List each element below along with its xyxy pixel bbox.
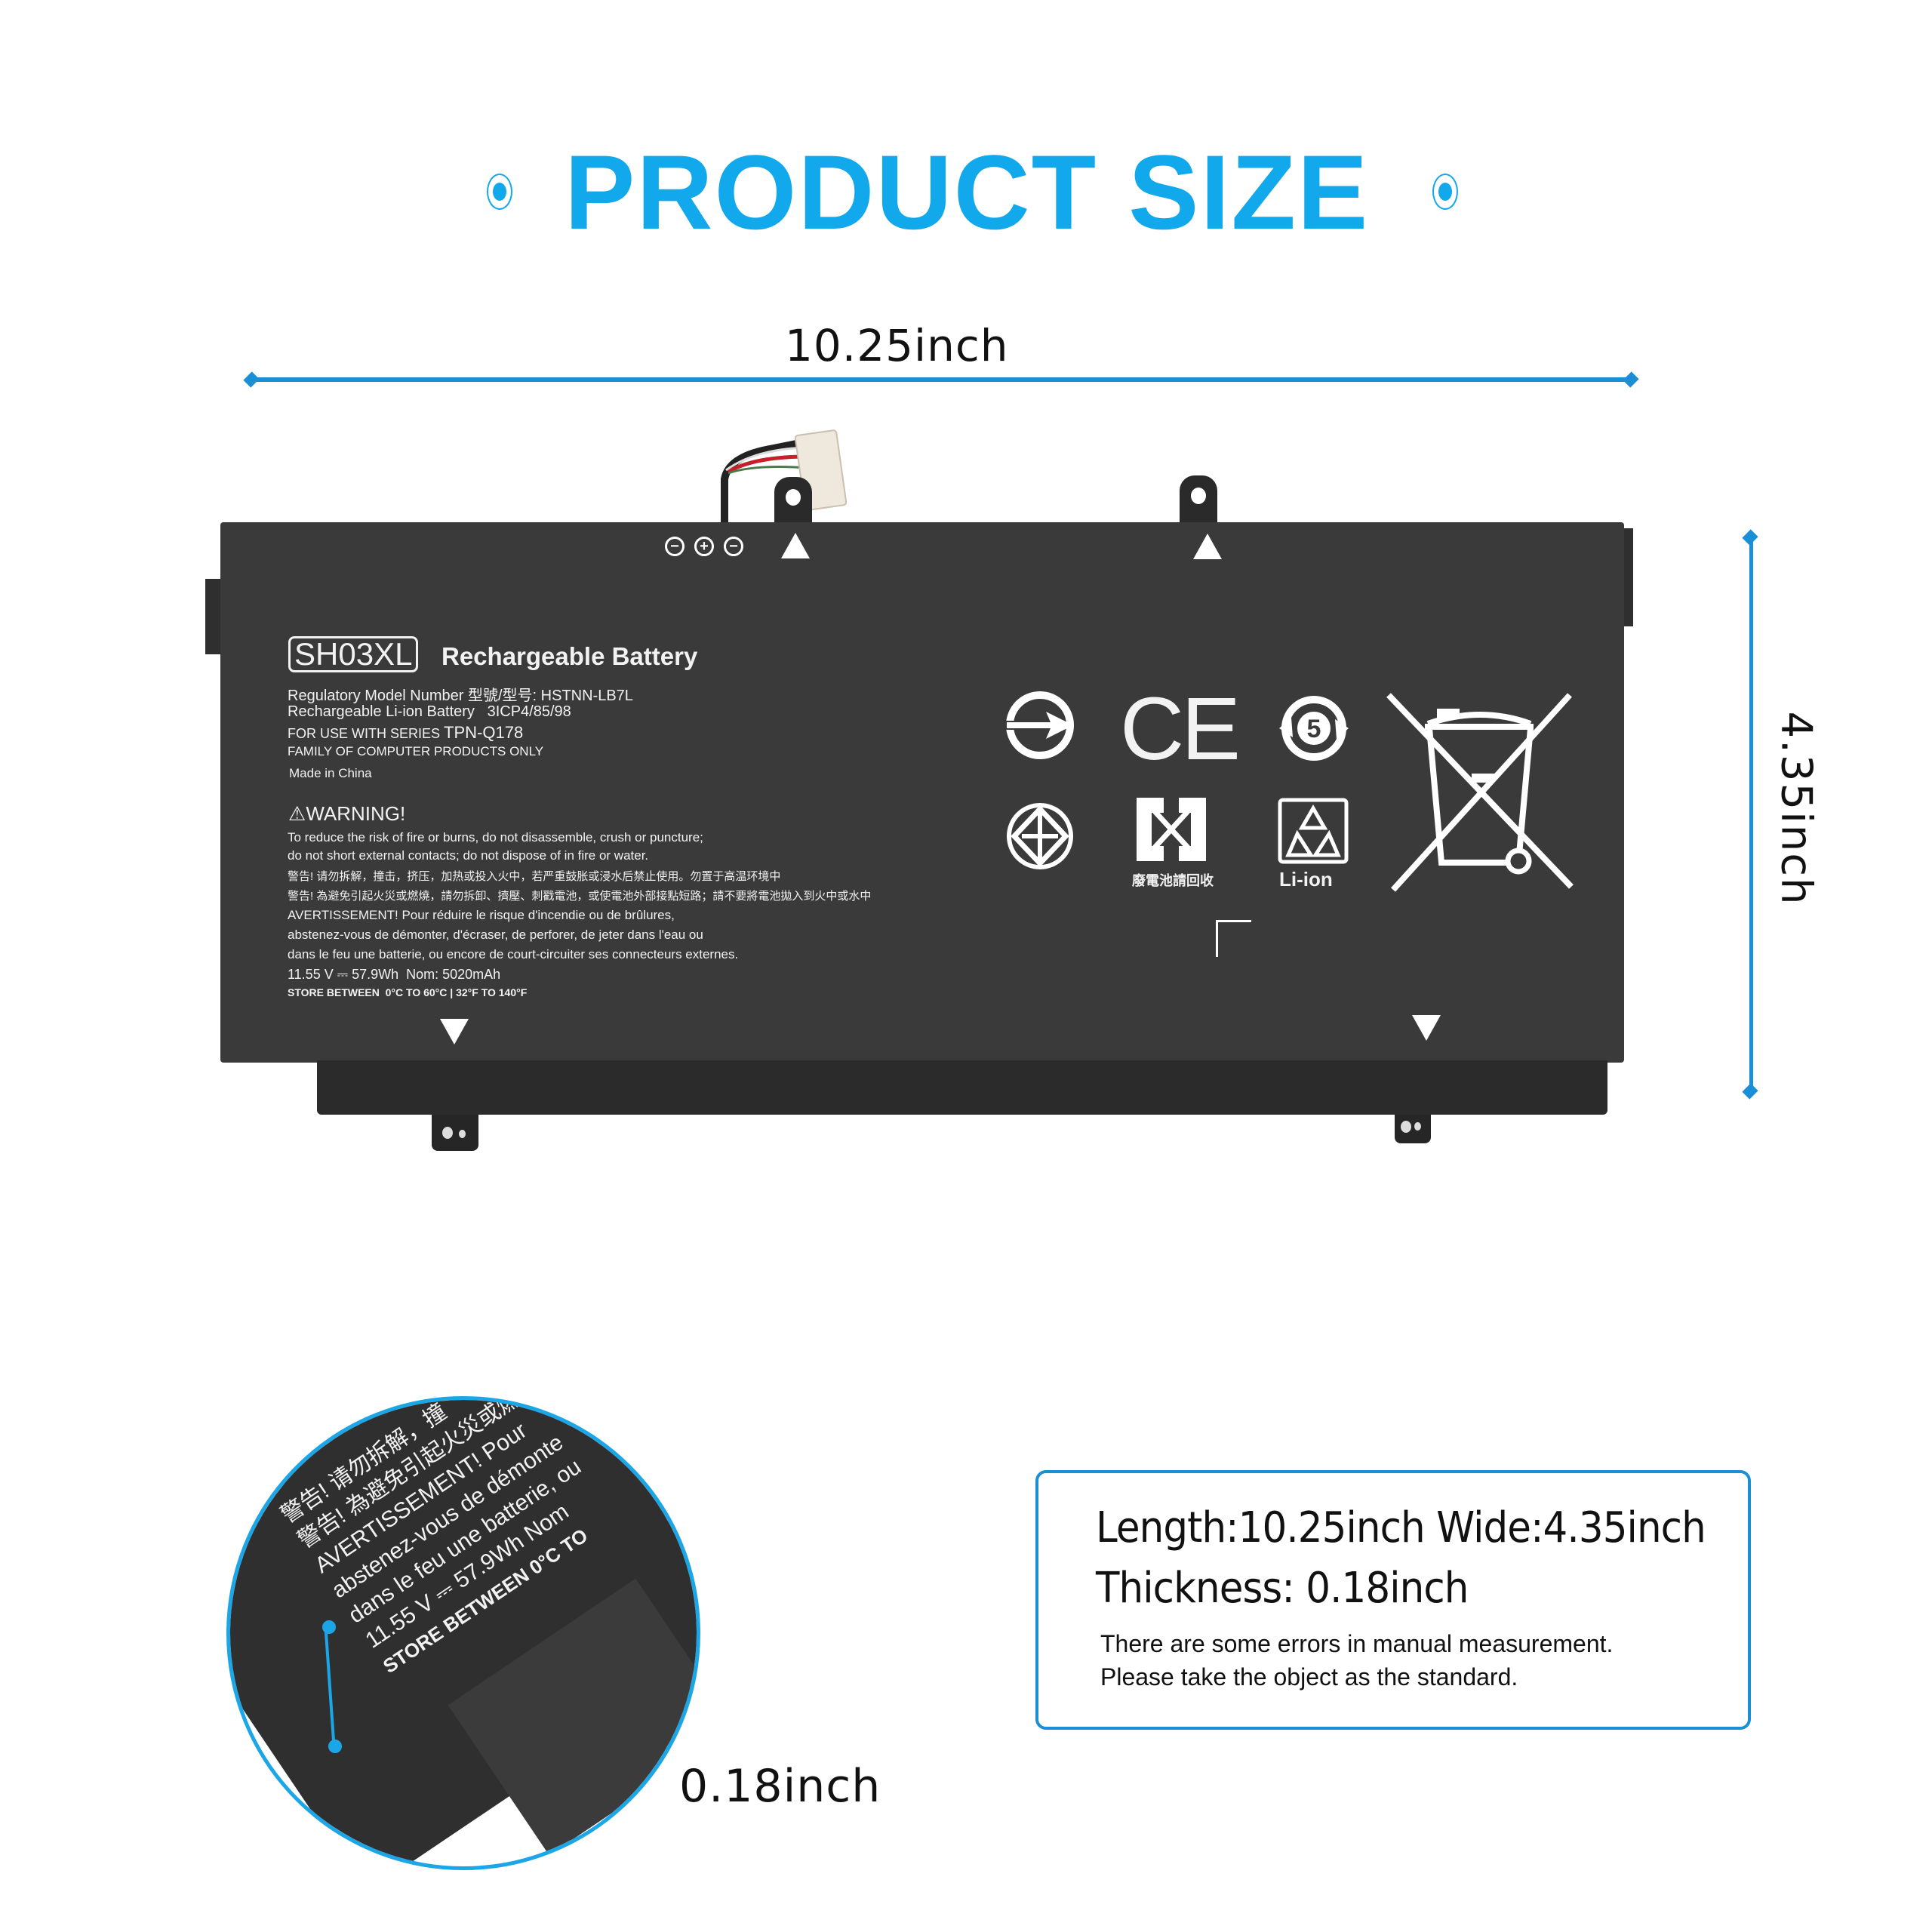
title-right-dot-icon (1432, 174, 1458, 210)
ce-mark-icon: CE (1120, 679, 1241, 779)
alignment-triangle-down-icon (1412, 1015, 1441, 1041)
bottom-mount-tab-right (1395, 1115, 1431, 1143)
width-dimension-label: 4.35inch (1771, 711, 1821, 906)
thickness-measure-bottom-dot-icon (328, 1740, 342, 1753)
china-rohs-5-icon: 5 (1279, 696, 1349, 761)
dimensions-info-box: Length:10.25inch Wide:4.35inch Thickness… (1035, 1470, 1751, 1730)
info-thickness: Thickness: 0.18inch (1096, 1564, 1469, 1613)
length-dimension-line (251, 377, 1632, 382)
li-ion-recycle-icon (1278, 798, 1349, 864)
corner-mark-icon (1216, 920, 1251, 957)
top-mount-tab-left (774, 477, 812, 525)
warning-line-fr-2: abstenez-vous de démonter, d'écraser, de… (288, 928, 703, 942)
thickness-dimension-label: 0.18inch (679, 1760, 881, 1813)
width-line-end-cap-icon (1742, 1083, 1758, 1100)
model-number-badge: SH03XL (288, 636, 419, 672)
terminal-negative-icon: − (724, 537, 743, 556)
warning-line-zh-cn: 警告! 请勿拆解，撞击，挤压，加热或投入火中，若严重鼓胀或浸水后禁止使用。勿置于… (288, 870, 781, 883)
warning-line-en-1: To reduce the risk of fire or burns, do … (288, 830, 703, 844)
left-side-clip (205, 579, 222, 654)
right-side-clip (1621, 528, 1633, 626)
warning-triangle-icon: ⚠ (288, 802, 306, 825)
storage-temperature: STORE BETWEEN 0°C TO 60°C | 32°F TO 140°… (288, 986, 528, 998)
series-prefix: FOR USE WITH SERIES (288, 726, 441, 741)
thickness-measure-top-dot-icon (322, 1620, 336, 1634)
bottom-mount-tab-left (432, 1115, 478, 1151)
series-model: TPN-Q178 (444, 723, 524, 742)
warning-line-en-2: do not short external contacts; do not d… (288, 848, 649, 863)
terminal-positive-icon: + (694, 537, 714, 556)
thickness-closeup-inset: 警告! 请勿拆解，撞 警告! 為避免引起火災或燃 AVERTISSEMENT! … (226, 1396, 700, 1870)
weee-crossed-bin-icon (1386, 693, 1574, 892)
width-line-start-cap-icon (1742, 529, 1758, 546)
info-note-2: Please take the object as the standard. (1100, 1663, 1518, 1690)
family-line: FAMILY OF COMPUTER PRODUCTS ONLY (288, 744, 544, 758)
terminal-negative-icon: − (665, 537, 685, 556)
battery-heading: Rechargeable Battery (441, 642, 698, 670)
page-title: PRODUCT SIZE (565, 133, 1370, 251)
top-mount-tab-right (1180, 475, 1217, 525)
length-line-start-cap-icon (243, 371, 260, 388)
alignment-triangle-up-icon (781, 533, 810, 558)
regulatory-model-line: Regulatory Model Number 型號/型号: HSTNN-LB7… (288, 688, 633, 704)
alignment-triangle-down-icon (440, 1019, 469, 1044)
length-dimension-label: 10.25inch (785, 320, 1009, 371)
recycle-text-tw: 廢電池請回收 (1132, 873, 1214, 888)
warning-line-fr-1: AVERTISSEMENT! Pour réduire le risque d'… (288, 908, 675, 922)
li-ion-text: Li-ion (1279, 868, 1333, 891)
length-line-end-cap-icon (1623, 371, 1639, 388)
battery-lower-edge (317, 1060, 1607, 1115)
warning-line-fr-3: dans le feu une batterie, ou encore de c… (288, 947, 739, 961)
title-left-dot-icon (487, 174, 512, 210)
taiwan-bsmi-icon (1005, 691, 1074, 759)
width-dimension-line (1749, 537, 1753, 1096)
origin-line: Made in China (289, 766, 372, 780)
series-line: FOR USE WITH SERIES TPN-Q178 (288, 723, 523, 743)
taiwan-safety-icon (1007, 803, 1073, 869)
taiwan-recycle-icon (1137, 798, 1206, 861)
warning-title-text: WARNING! (306, 802, 406, 825)
info-length-width: Length:10.25inch Wide:4.35inch (1096, 1503, 1706, 1552)
info-note-1: There are some errors in manual measurem… (1100, 1630, 1614, 1657)
rohs-number: 5 (1307, 715, 1321, 743)
cell-spec-line: Rechargeable Li-ion Battery 3ICP4/85/98 (288, 703, 571, 720)
alignment-triangle-up-icon (1193, 534, 1222, 559)
warning-line-zh-tw: 警告! 為避免引起火災或燃燒，請勿拆卸、擠壓、刺戳電池，或使電池外部接點短路；請… (288, 890, 872, 903)
electrical-rating: 11.55 V ⎓ 57.9Wh Nom: 5020mAh (288, 967, 501, 982)
warning-title: ⚠WARNING! (288, 802, 405, 826)
battery-body (220, 522, 1624, 1063)
